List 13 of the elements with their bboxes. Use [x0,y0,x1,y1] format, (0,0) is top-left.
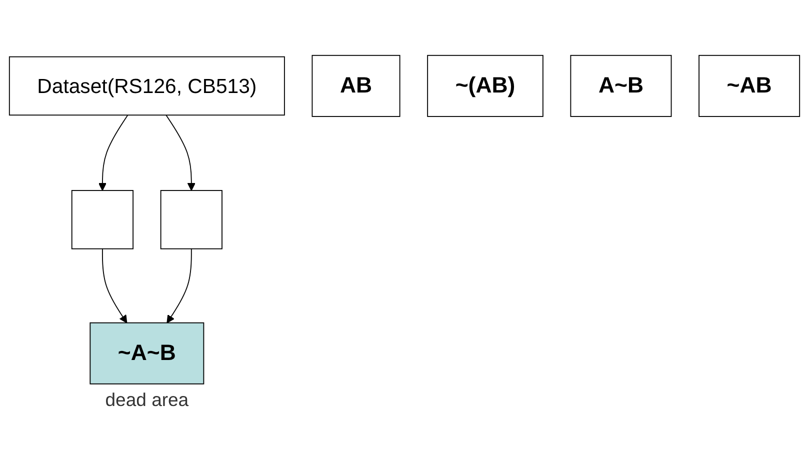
arrow [166,114,196,191]
node-box [71,190,134,249]
node-box: ~(AB) [427,54,544,117]
node-box: ~A~B [90,322,204,384]
node-box: ~AB [698,54,800,117]
node-box: AB [312,54,400,117]
node-box [160,190,222,249]
arrow [102,248,128,323]
node-box: Dataset(RS126, CB513) [8,56,285,116]
node-caption: dead area [105,388,189,410]
arrow [166,248,192,323]
node-box: A~B [570,54,672,117]
arrow [98,114,128,191]
